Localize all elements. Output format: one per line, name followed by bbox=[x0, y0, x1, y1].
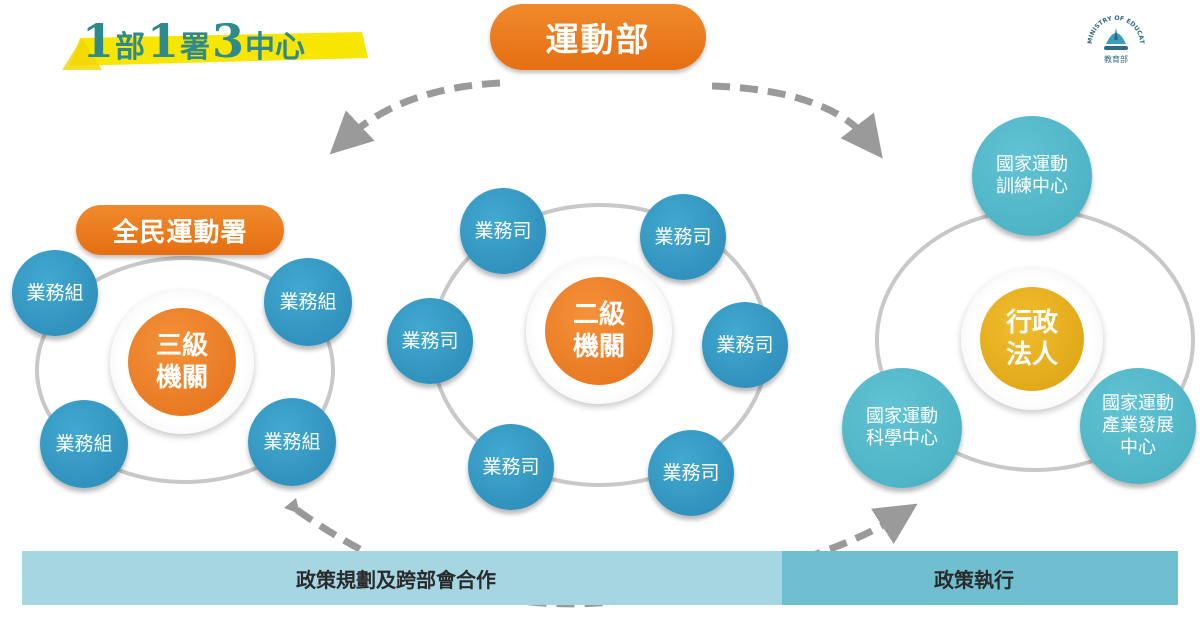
training-center-line-1: 國家運動 bbox=[996, 154, 1068, 175]
industry-center-line-1: 國家運動 bbox=[1102, 393, 1174, 414]
title-word-2: 署 bbox=[180, 30, 211, 65]
admin-core-line-1: 三級 bbox=[155, 331, 208, 361]
banner-shape bbox=[62, 32, 368, 70]
page-title: 1 部 1 署 3 中心 bbox=[82, 16, 307, 66]
policy-execution-bar: 政策執行 bbox=[782, 551, 1178, 605]
admin-unit-circle: 業務組 bbox=[248, 398, 336, 486]
admin-unit-circle: 業務組 bbox=[40, 400, 128, 488]
ministry-pill: 運動部 bbox=[490, 4, 706, 70]
title-number-3: 3 bbox=[212, 14, 245, 68]
title-number-2: 1 bbox=[147, 14, 180, 68]
admin-unit-label: 業務組 bbox=[55, 432, 113, 455]
arrow-top-right bbox=[711, 82, 883, 159]
legal-entity-core-line-1: 行政 bbox=[1005, 308, 1058, 338]
department-circle: 業務司 bbox=[387, 298, 473, 384]
policy-planning-bar: 政策規劃及跨部會合作 bbox=[22, 551, 782, 605]
department-label: 業務司 bbox=[474, 219, 532, 242]
department-circle: 業務司 bbox=[460, 188, 546, 274]
admin-core-line-2: 機關 bbox=[155, 363, 208, 393]
second-level-core-circle: 二級 機關 bbox=[545, 277, 653, 385]
department-label: 業務司 bbox=[401, 329, 459, 352]
title-word-3: 中心 bbox=[245, 30, 306, 65]
policy-planning-label: 政策規劃及跨部會合作 bbox=[296, 567, 496, 592]
training-center-circle: 國家運動 訓練中心 bbox=[972, 116, 1092, 236]
department-circle: 業務司 bbox=[468, 424, 554, 510]
admin-unit-label: 業務組 bbox=[279, 290, 337, 313]
legal-entity-core-line-2: 法人 bbox=[1005, 340, 1058, 370]
moe-logo: MINISTRY OF EDUCATION 教育部 bbox=[1081, 5, 1148, 70]
second-level-core-line-2: 機關 bbox=[572, 332, 625, 362]
arrow-bottom-left-head bbox=[284, 498, 300, 514]
science-center-line-1: 國家運動 bbox=[866, 406, 938, 427]
industry-center-circle: 國家運動 產業發展 中心 bbox=[1080, 368, 1196, 484]
admin-unit-circle: 業務組 bbox=[264, 258, 352, 346]
training-center-line-2: 訓練中心 bbox=[996, 176, 1068, 197]
admin-ring bbox=[35, 256, 335, 484]
science-center-line-2: 科學中心 bbox=[866, 428, 938, 449]
admin-core-circle: 三級 機關 bbox=[128, 308, 236, 416]
admin-unit-label: 業務組 bbox=[26, 281, 84, 304]
logo-subtext: 教育部 bbox=[1104, 54, 1128, 64]
industry-center-line-2: 產業發展 bbox=[1102, 415, 1174, 436]
title-word-1: 部 bbox=[115, 30, 146, 65]
department-label: 業務司 bbox=[716, 333, 774, 356]
second-level-core-line-1: 二級 bbox=[572, 300, 625, 330]
arrow-top-left bbox=[329, 79, 501, 155]
department-label: 業務司 bbox=[662, 461, 720, 484]
department-circle: 業務司 bbox=[648, 430, 734, 516]
department-circle: 業務司 bbox=[702, 302, 788, 388]
department-label: 業務司 bbox=[654, 225, 712, 248]
admin-unit-label: 業務組 bbox=[263, 430, 321, 453]
legal-entity-core-circle: 行政 法人 bbox=[980, 287, 1084, 391]
title-banner: 1 部 1 署 3 中心 bbox=[62, 8, 370, 72]
policy-execution-label: 政策執行 bbox=[934, 567, 1014, 592]
industry-center-line-3: 中心 bbox=[1120, 437, 1156, 458]
department-label: 業務司 bbox=[482, 455, 540, 478]
title-number-1: 1 bbox=[82, 14, 115, 68]
science-center-circle: 國家運動 科學中心 bbox=[842, 368, 962, 488]
admin-agency-pill: 全民運動署 bbox=[76, 205, 284, 255]
admin-unit-circle: 業務組 bbox=[12, 250, 98, 336]
department-circle: 業務司 bbox=[640, 194, 726, 280]
